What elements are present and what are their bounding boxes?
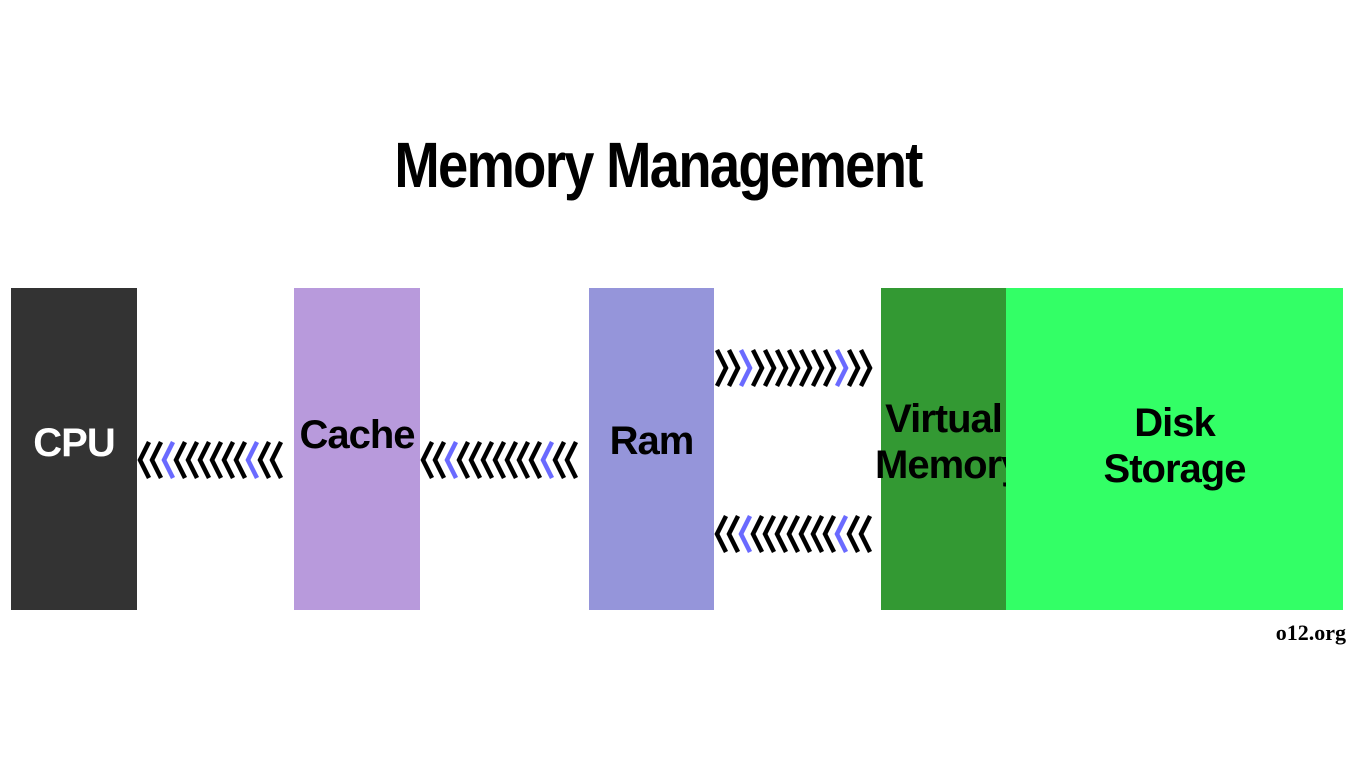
- chevron: [432, 440, 447, 480]
- arrow-virtual-memory-to-ram: [714, 514, 873, 554]
- chevron: [540, 440, 555, 480]
- chevron: [774, 514, 789, 554]
- chevron: [810, 514, 825, 554]
- disk-storage-label-line1: Disk: [1134, 401, 1216, 445]
- chevron: [197, 440, 212, 480]
- arrow-cache-to-cpu: [137, 440, 284, 480]
- virtual-memory-label-line2: Memory: [875, 443, 1023, 487]
- chevron: [137, 440, 152, 480]
- cache-label: Cache: [299, 413, 415, 457]
- chevron: [822, 348, 837, 388]
- chevron: [468, 440, 483, 480]
- chevron: [173, 440, 188, 480]
- cpu-block: CPU: [11, 288, 137, 610]
- chevron: [738, 348, 753, 388]
- chevron: [552, 440, 567, 480]
- chevron: [834, 348, 849, 388]
- chevron: [257, 440, 272, 480]
- chevron: [528, 440, 543, 480]
- disk-storage-label-line2: Storage: [1103, 447, 1247, 491]
- arrow-ram-to-cache: [420, 440, 579, 480]
- chevron: [738, 514, 753, 554]
- chevron: [858, 348, 873, 388]
- arrow-ram-to-virtual-memory: [714, 348, 873, 388]
- chevron: [209, 440, 224, 480]
- chevron: [245, 440, 260, 480]
- chevron: [726, 514, 741, 554]
- chevron: [233, 440, 248, 480]
- chevron: [726, 348, 741, 388]
- chevron: [750, 348, 765, 388]
- chevron: [750, 514, 765, 554]
- watermark: o12.org: [1275, 620, 1346, 645]
- chevron: [822, 514, 837, 554]
- chevron: [480, 440, 495, 480]
- chevron: [564, 440, 579, 480]
- chevron: [149, 440, 164, 480]
- chevron: [786, 348, 801, 388]
- chevron: [762, 514, 777, 554]
- ram-label: Ram: [609, 419, 695, 463]
- chevron: [714, 514, 729, 554]
- cache-block: Cache: [294, 288, 420, 610]
- chevron: [774, 348, 789, 388]
- chevron: [456, 440, 471, 480]
- chevron: [834, 514, 849, 554]
- chevron: [444, 440, 459, 480]
- chevron: [504, 440, 519, 480]
- ram-block: Ram: [589, 288, 714, 610]
- chevron: [846, 514, 861, 554]
- disk-storage-label: Disk Storage: [1006, 400, 1343, 492]
- chevron: [420, 440, 435, 480]
- chevron: [846, 348, 861, 388]
- chevron: [858, 514, 873, 554]
- diagram-title: Memory Management: [394, 129, 923, 201]
- chevron: [221, 440, 236, 480]
- virtual-memory-label: Virtual Memory: [875, 396, 1023, 488]
- chevron: [798, 348, 813, 388]
- disk-storage-block: Disk Storage: [1006, 288, 1343, 610]
- chevron: [185, 440, 200, 480]
- cpu-label: CPU: [33, 421, 115, 465]
- chevron: [798, 514, 813, 554]
- virtual-memory-block: Virtual Memory: [875, 288, 1023, 610]
- chevron: [516, 440, 531, 480]
- virtual-memory-label-line1: Virtual: [885, 397, 1003, 441]
- chevron: [161, 440, 176, 480]
- chevron: [269, 440, 284, 480]
- chevron: [762, 348, 777, 388]
- chevron: [786, 514, 801, 554]
- chevron: [492, 440, 507, 480]
- chevron: [714, 348, 729, 388]
- chevron: [810, 348, 825, 388]
